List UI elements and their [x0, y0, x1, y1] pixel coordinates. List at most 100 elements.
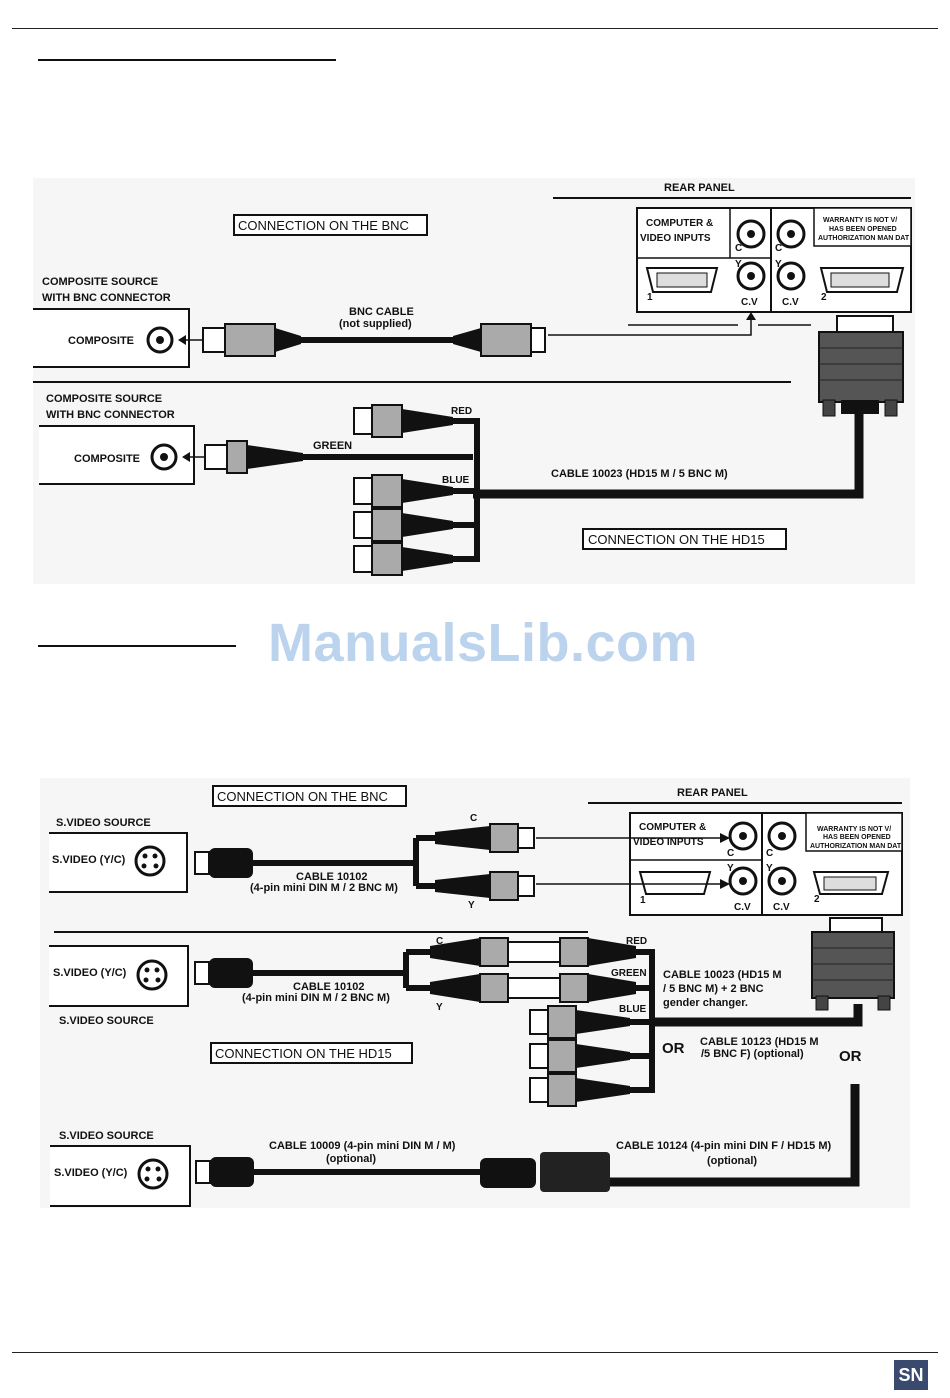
hd15-plug [818, 315, 904, 417]
source2-title-1: COMPOSITE SOURCE [46, 393, 162, 405]
svg-text:Y: Y [735, 259, 742, 270]
green-bnc-connector [204, 440, 303, 474]
page-top-rule [12, 28, 938, 29]
cable-10023-label: CABLE 10023 (HD15 M / 5 BNC M) [551, 468, 728, 480]
warranty-text-1: WARRANTY IS NOT V/ [823, 217, 897, 224]
blue-bnc-connector [353, 474, 453, 508]
cable-10123-label-2: /5 BNC F) (optional) [701, 1048, 804, 1060]
svg-text:C.V: C.V [782, 297, 799, 308]
hd15-connection-label: CONNECTION ON THE HD15 [588, 532, 765, 547]
svideo-panel-bnc-c2 [767, 821, 797, 851]
cable-10123-label-1: CABLE 10123 (HD15 M [700, 1036, 819, 1048]
section-heading-rule-1 [38, 59, 336, 61]
svg-text:C.V: C.V [741, 297, 758, 308]
svideo-wire-blue: BLUE [619, 1004, 647, 1015]
cable-10009-label-1: CABLE 10009 (4-pin mini DIN M / M) [269, 1140, 456, 1152]
source1-title-1: COMPOSITE SOURCE [42, 276, 158, 288]
wire-green-label: GREEN [313, 440, 352, 452]
svideo-bnc-connector-5 [529, 1073, 630, 1107]
cable-10124-label-1: CABLE 10124 (4-pin mini DIN F / HD15 M) [616, 1140, 831, 1152]
svg-text:HAS BEEN OPENED: HAS BEEN OPENED [823, 834, 891, 841]
svideo-source-title-2: S.VIDEO SOURCE [59, 1015, 154, 1027]
svideo-din-socket-3 [137, 1158, 169, 1190]
cable-10023-label-2: / 5 BNC M) + 2 BNC [663, 983, 764, 995]
warranty-text-3: AUTHORIZATION MAN DAT [818, 235, 910, 242]
svg-text:2: 2 [814, 894, 820, 905]
rear-panel-label: REAR PANEL [664, 182, 735, 194]
svg-text:C: C [436, 936, 443, 947]
cable-10124-label-2: (optional) [707, 1155, 757, 1167]
svg-text:C: C [470, 813, 477, 824]
svideo-panel-hd15-2 [812, 871, 890, 895]
bnc-cable-left-connector [202, 323, 301, 357]
svideo-hd15-plug [811, 917, 895, 1011]
source2-bnc-socket [150, 443, 178, 471]
svg-text:C: C [775, 243, 782, 254]
svideo-bnc-connection-label: CONNECTION ON THE BNC [217, 789, 388, 804]
watermark: ManualsLib.com [268, 613, 699, 673]
cable-10009-label-2: (optional) [326, 1153, 376, 1165]
svg-text:AUTHORIZATION MAN DAT: AUTHORIZATION MAN DAT [810, 843, 902, 850]
svideo-din-socket-2 [136, 959, 168, 991]
gender-changer-row-top [430, 937, 636, 967]
svideo-wire-red: RED [626, 936, 647, 947]
panel-bnc-socket-c2 [776, 219, 806, 249]
diagram-2-svg: CONNECTION ON THE BNC REAR PANEL COMPUTE… [49, 785, 903, 1207]
cable-10102-label-2: (4-pin mini DIN M / 2 BNC M) [250, 882, 398, 894]
svg-text:C: C [727, 848, 734, 859]
svg-text:VIDEO INPUTS: VIDEO INPUTS [633, 837, 704, 848]
bnc-connection-label: CONNECTION ON THE BNC [238, 218, 409, 233]
or-label-2: OR [839, 1048, 862, 1065]
svideo-bnc-connector-4 [529, 1039, 630, 1073]
svideo-din-socket-1 [134, 845, 166, 877]
svg-text:1: 1 [640, 895, 646, 906]
din-coupler-male [480, 1158, 536, 1188]
panel-inputs-label-1: COMPUTER & [646, 218, 713, 229]
diagram-1-svg: REAR PANEL COMPUTER & VIDEO INPUTS WARRA… [33, 182, 912, 576]
section-heading-rule-2 [38, 645, 236, 647]
source1-bnc-socket [146, 326, 174, 354]
panel-inputs-label-2: VIDEO INPUTS [640, 233, 711, 244]
svg-text:C.V: C.V [773, 902, 790, 913]
panel-bnc-socket-cv2 [776, 261, 806, 291]
svideo-blue-connector [529, 1005, 630, 1039]
bnc-cable-label-2: (not supplied) [339, 318, 412, 330]
svideo-panel-hd15-1 [638, 871, 712, 895]
svg-text:2: 2 [821, 292, 827, 303]
svideo-panel-bnc-cv1 [728, 866, 758, 896]
source1-box [33, 308, 190, 368]
wire-red-label: RED [451, 406, 472, 417]
svg-text:C.V: C.V [734, 902, 751, 913]
warranty-sticker [813, 207, 912, 247]
svideo-wire-green: GREEN [611, 968, 647, 979]
cable-10023-label-1: CABLE 10023 (HD15 M [663, 969, 782, 981]
din-coupler-female [540, 1152, 610, 1192]
bnc-cable-right-connector [453, 323, 546, 357]
svideo-panel-bnc-cv2 [767, 866, 797, 896]
svideo-port-label-3: S.VIDEO (Y/C) [54, 1167, 128, 1179]
svg-text:C: C [766, 848, 773, 859]
svideo-panel-bnc-c1 [728, 821, 758, 851]
source1-port-label: COMPOSITE [68, 335, 134, 347]
page-bottom-rule [12, 1352, 938, 1353]
panel-hd15-socket-2 [819, 267, 905, 293]
source2-box [39, 425, 195, 485]
wire-blue-label: BLUE [442, 475, 470, 486]
warranty-text-2: HAS BEEN OPENED [829, 226, 897, 233]
svideo-port-label-1: S.VIDEO (Y/C) [52, 854, 126, 866]
svideo-hd15-connection-label: CONNECTION ON THE HD15 [215, 1046, 392, 1061]
svideo-y-connector-1 [435, 871, 535, 901]
source2-title-2: WITH BNC CONNECTOR [46, 409, 175, 421]
diagram-svideo-connection: CONNECTION ON THE BNC REAR PANEL COMPUTE… [40, 778, 910, 1208]
svg-text:COMPUTER &: COMPUTER & [639, 822, 706, 833]
diagram-composite-connection: REAR PANEL COMPUTER & VIDEO INPUTS WARRA… [33, 178, 915, 584]
svg-text:WARRANTY IS NOT V/: WARRANTY IS NOT V/ [817, 826, 891, 833]
brand-logo: SN [894, 1360, 928, 1390]
bnc-cable-label-1: BNC CABLE [349, 306, 414, 318]
bnc-connector-4 [353, 508, 453, 542]
svideo-source-title-3: S.VIDEO SOURCE [59, 1130, 154, 1142]
gender-changer-row-bottom [430, 973, 636, 1003]
red-bnc-connector [353, 404, 453, 438]
svideo-port-label-2: S.VIDEO (Y/C) [53, 967, 127, 979]
svg-text:Y: Y [436, 1002, 443, 1013]
